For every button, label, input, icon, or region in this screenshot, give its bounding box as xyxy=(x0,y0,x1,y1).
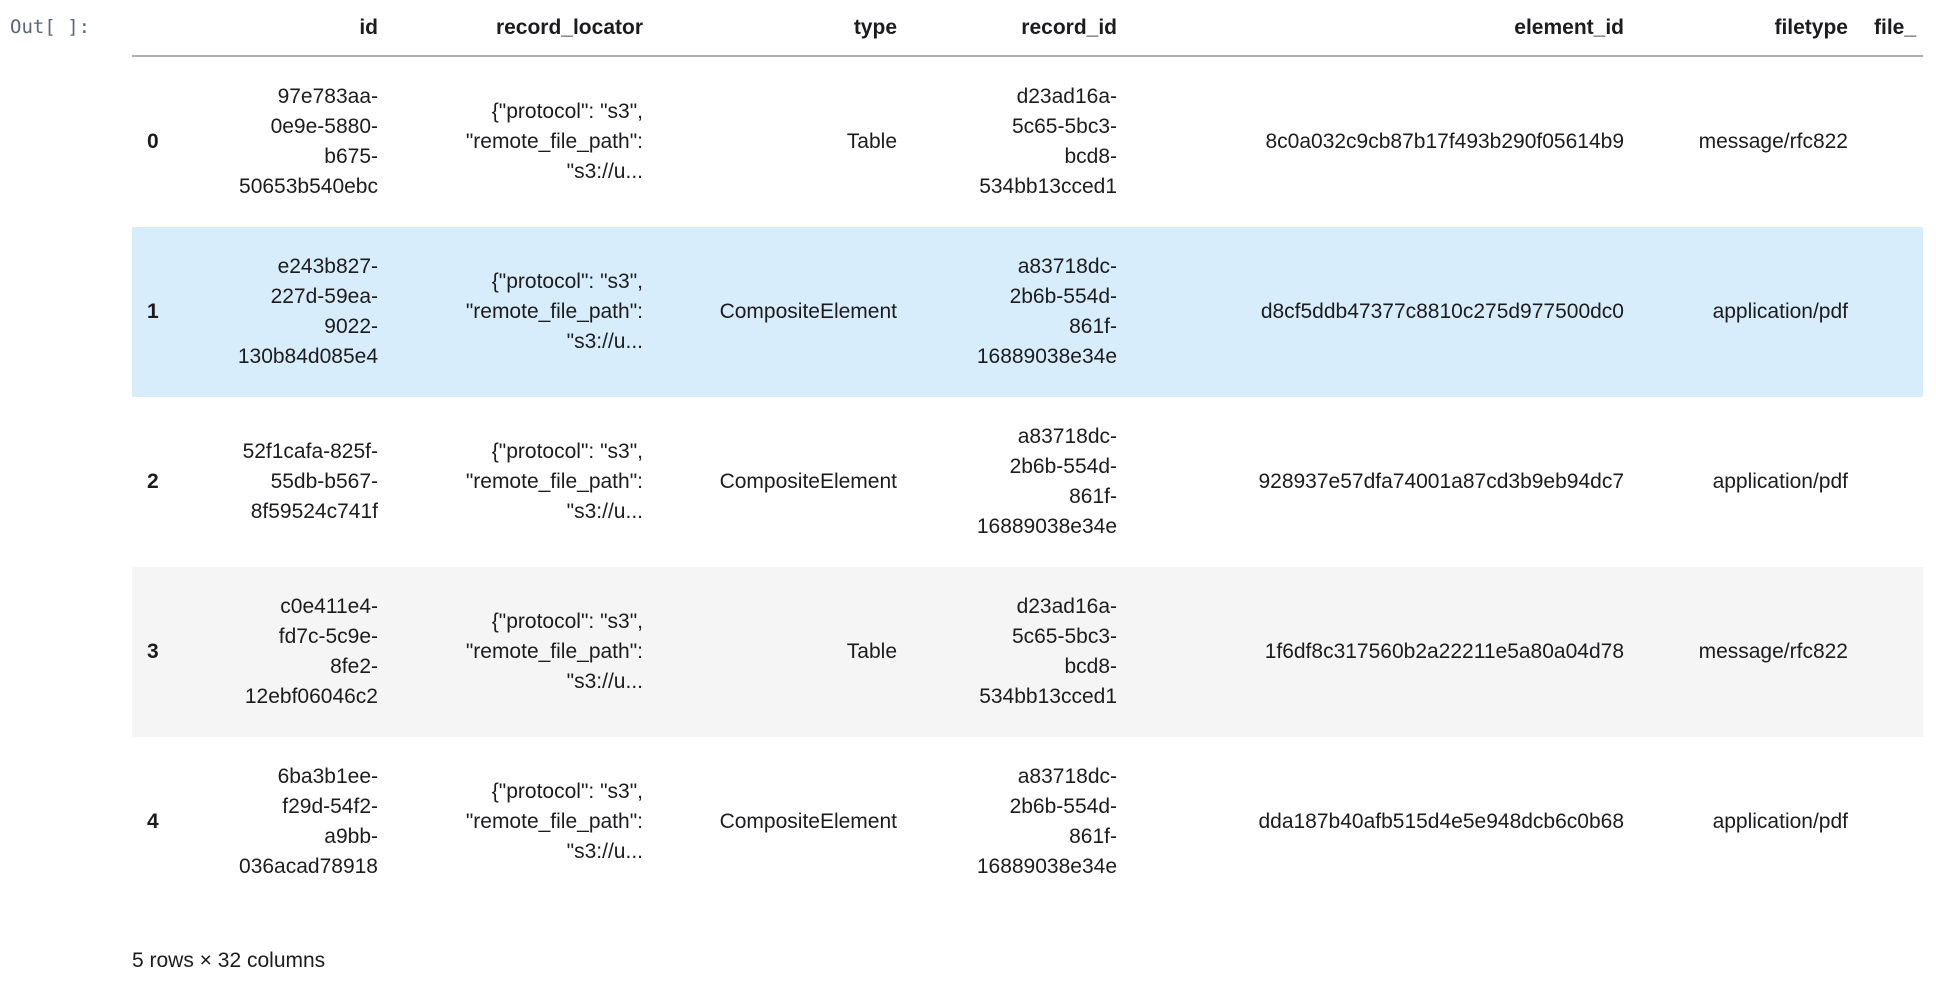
cell-type: CompositeElement xyxy=(719,300,897,323)
cell-element-id: d8cf5ddb47377c8810c275d977500dc0 xyxy=(1260,300,1624,323)
cell-id: 6ba3b1ee- f29d-54f2- a9bb- 036acad78918 xyxy=(239,765,378,878)
table-row: 0 97e783aa- 0e9e-5880- b675- 50653b540eb… xyxy=(132,56,1923,227)
column-header-filetype: filetype xyxy=(1639,0,1863,57)
cell-record-id: d23ad16a- 5c65-5bc3- bcd8- 534bb13cced1 xyxy=(979,595,1117,708)
row-index: 4 xyxy=(147,810,159,833)
cell-element-id: 8c0a032c9cb87b17f493b290f05614b9 xyxy=(1265,130,1624,153)
cell-type: Table xyxy=(846,640,897,663)
cell-id: e243b827- 227d-59ea- 9022- 130b84d085e4 xyxy=(237,255,378,368)
cell-id: c0e411e4- fd7c-5c9e- 8fe2- 12ebf06046c2 xyxy=(244,595,378,708)
cell-filetype: application/pdf xyxy=(1712,470,1848,493)
cell-record-locator: {"protocol": "s3", "remote_file_path": "… xyxy=(465,270,643,353)
cell-file-clipped xyxy=(1863,227,1923,397)
dataframe-table: id record_locator type record_id element… xyxy=(132,0,1923,907)
table-row-highlighted: 1 e243b827- 227d-59ea- 9022- 130b84d085e… xyxy=(132,227,1923,397)
cell-filetype: application/pdf xyxy=(1712,300,1848,323)
cell-record-locator: {"protocol": "s3", "remote_file_path": "… xyxy=(465,610,643,693)
cell-file-clipped xyxy=(1863,397,1923,567)
cell-record-id: d23ad16a- 5c65-5bc3- bcd8- 534bb13cced1 xyxy=(979,85,1117,198)
column-header-record-locator: record_locator xyxy=(393,0,658,57)
cell-type: CompositeElement xyxy=(719,810,897,833)
cell-file-clipped xyxy=(1863,56,1923,227)
table-row: 2 52f1cafa-825f- 55db-b567- 8f59524c741f… xyxy=(132,397,1923,567)
cell-filetype: application/pdf xyxy=(1712,810,1848,833)
cell-file-clipped xyxy=(1863,567,1923,737)
cell-record-id: a83718dc- 2b6b-554d- 861f- 16889038e34e xyxy=(976,255,1117,368)
output-prompt: Out[ ]: xyxy=(10,16,91,38)
table-row: 3 c0e411e4- fd7c-5c9e- 8fe2- 12ebf06046c… xyxy=(132,567,1923,737)
cell-record-id: a83718dc- 2b6b-554d- 861f- 16889038e34e xyxy=(976,425,1117,538)
dataframe-scroll-container[interactable]: id record_locator type record_id element… xyxy=(132,0,1923,940)
index-column-header xyxy=(132,0,172,57)
row-index: 2 xyxy=(147,470,159,493)
column-header-type: type xyxy=(658,0,912,57)
row-index: 0 xyxy=(147,130,159,153)
cell-type: Table xyxy=(846,130,897,153)
cell-id: 52f1cafa-825f- 55db-b567- 8f59524c741f xyxy=(242,440,378,523)
row-index: 1 xyxy=(147,300,159,323)
cell-id: 97e783aa- 0e9e-5880- b675- 50653b540ebc xyxy=(239,85,378,198)
cell-filetype: message/rfc822 xyxy=(1698,640,1848,663)
row-index: 3 xyxy=(147,640,159,663)
cell-file-clipped xyxy=(1863,737,1923,907)
cell-record-locator: {"protocol": "s3", "remote_file_path": "… xyxy=(465,100,643,183)
header-row: id record_locator type record_id element… xyxy=(132,0,1923,57)
column-header-record-id: record_id xyxy=(912,0,1132,57)
cell-element-id: 928937e57dfa74001a87cd3b9eb94dc7 xyxy=(1258,470,1624,493)
cell-element-id: 1f6df8c317560b2a22211e5a80a04d78 xyxy=(1264,640,1624,663)
cell-record-locator: {"protocol": "s3", "remote_file_path": "… xyxy=(465,780,643,863)
cell-record-id: a83718dc- 2b6b-554d- 861f- 16889038e34e xyxy=(976,765,1117,878)
column-header-element-id: element_id xyxy=(1132,0,1639,57)
cell-filetype: message/rfc822 xyxy=(1698,130,1848,153)
cell-element-id: dda187b40afb515d4e5e948dcb6c0b68 xyxy=(1258,810,1624,833)
column-header-id: id xyxy=(172,0,393,57)
cell-type: CompositeElement xyxy=(719,470,897,493)
dataframe-shape-summary: 5 rows × 32 columns xyxy=(132,949,326,972)
table-row: 4 6ba3b1ee- f29d-54f2- a9bb- 036acad7891… xyxy=(132,737,1923,907)
column-header-file-clipped: file_ xyxy=(1863,0,1923,57)
cell-record-locator: {"protocol": "s3", "remote_file_path": "… xyxy=(465,440,643,523)
